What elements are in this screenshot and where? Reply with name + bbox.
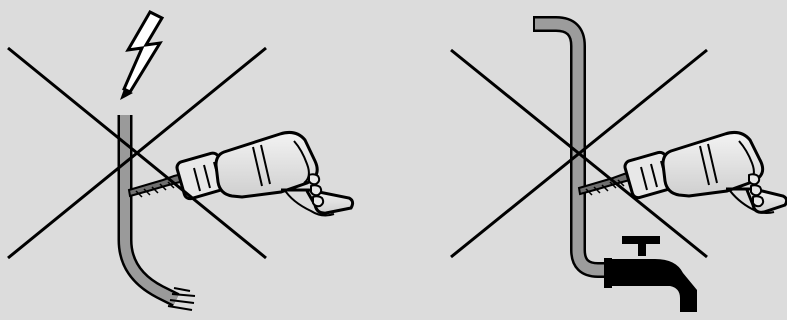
left-panel: [7, 10, 355, 311]
cable-icon: [117, 115, 196, 311]
cross-icon: [450, 48, 708, 259]
drill-icon: [577, 131, 787, 214]
right-panel: [450, 16, 787, 312]
drill-icon: [127, 131, 355, 217]
faucet-icon: [604, 236, 697, 312]
water-pipe-icon: [533, 16, 620, 278]
lightning-icon: [120, 10, 165, 100]
cross-icon: [7, 46, 267, 260]
